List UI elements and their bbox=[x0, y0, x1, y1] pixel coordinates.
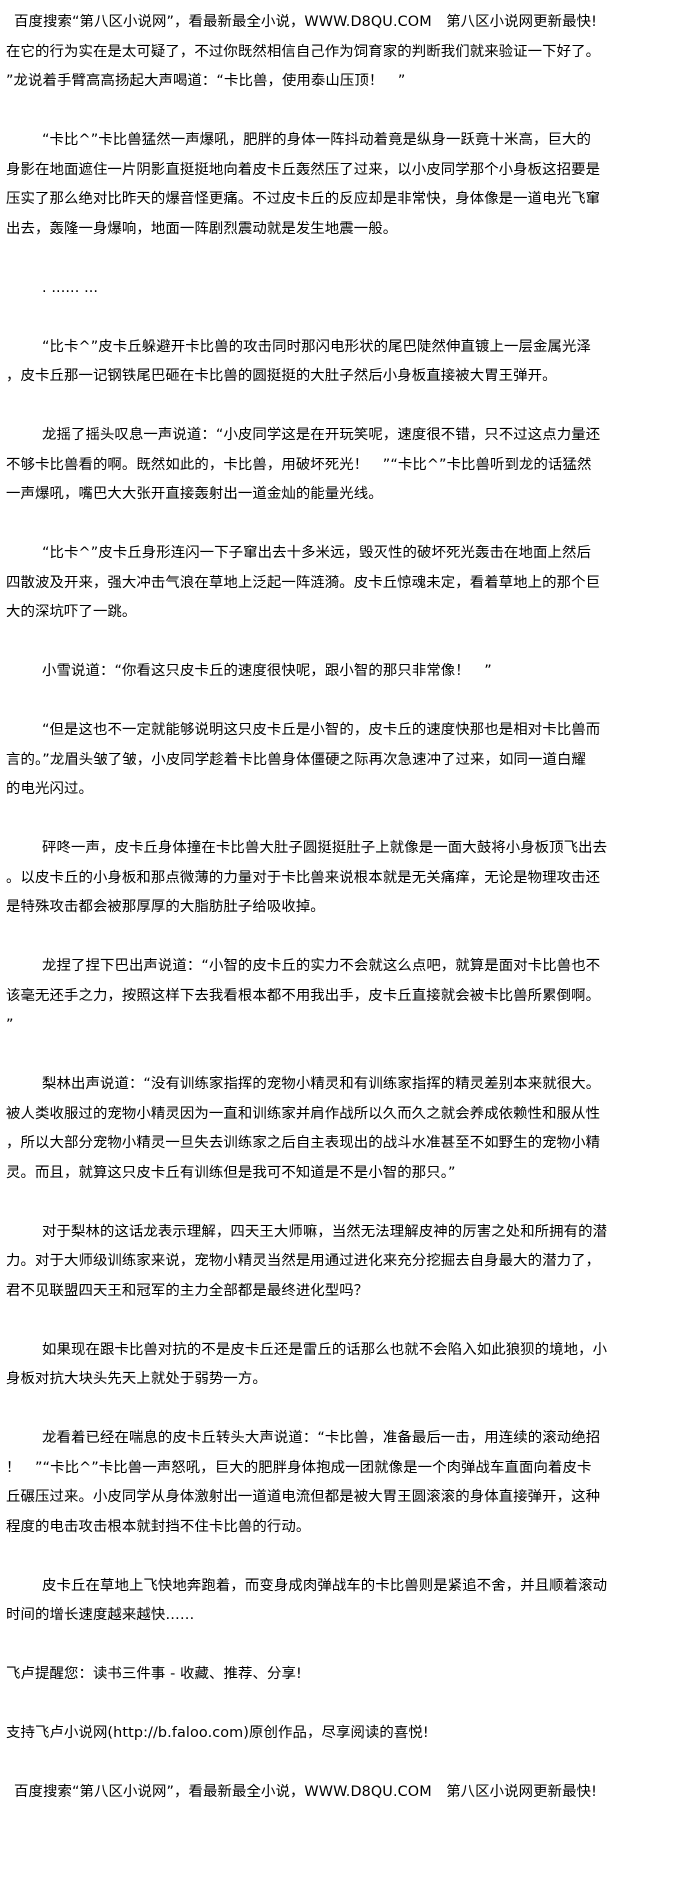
paragraph-line: “但是这也不一定就能够说明这只皮卡丘是小智的，皮卡丘的速度快那也是相对卡比兽而 bbox=[42, 722, 601, 738]
paragraph: “卡比^”卡比兽猛然一声爆吼，肥胖的身体一阵抖动着竟是纵身一跃竟十米高，巨大的身… bbox=[6, 126, 692, 244]
paragraph-line: 如果现在跟卡比兽对抗的不是皮卡丘还是雷丘的话那么也就不会陷入如此狼狈的境地，小 bbox=[42, 1341, 608, 1358]
paragraph-line: 是特殊攻击都会被那厚厚的大脂肪肚子给吸收掉。 bbox=[6, 899, 325, 915]
paragraph: 砰咚一声，皮卡丘身体撞在卡比兽大肚子圆挺挺肚子上就像是一面大鼓将小身板顶飞出去。… bbox=[6, 834, 692, 923]
paragraph-line: ”龙说着手臂高高扬起大声喝道：“卡比兽，使用泰山压顶！ ” bbox=[6, 73, 406, 89]
paragraph-line: 出去，轰隆一身爆响，地面一阵剧烈震动就是发生地震一般。 bbox=[6, 220, 398, 237]
paragraph: 对于梨林的这话龙表示理解，四天王大师嘛，当然无法理解皮神的厉害之处和所拥有的潜力… bbox=[6, 1218, 692, 1307]
paragraph: 在它的行为实在是太可疑了，不过你既然相信自己作为饲育家的判断我们就来验证一下好了… bbox=[6, 38, 692, 97]
footer-reminder: 飞卢提醒您：读书三件事 - 收藏、推荐、分享! bbox=[6, 1660, 692, 1690]
paragraph-line: “比卡^”皮卡丘身形连闪一下子窜出去十多米远，毁灭性的破坏死光轰击在地面上然后 bbox=[42, 545, 591, 561]
chapter-body: 在它的行为实在是太可疑了，不过你既然相信自己作为饲育家的判断我们就来验证一下好了… bbox=[6, 38, 692, 1631]
paragraph-line: 龙摇了摇头叹息一声说道：“小皮同学这是在开玩笑呢，速度很不错，只不过这点力量还 bbox=[42, 427, 601, 443]
paragraph: 小雪说道：“你看这只皮卡丘的速度很快呢，跟小智的那只非常像！ ” bbox=[6, 657, 692, 687]
paragraph: 龙看着已经在喘息的皮卡丘转头大声说道：“卡比兽，准备最后一击，用连续的滚动绝招 ！… bbox=[6, 1424, 692, 1542]
paragraph-line: 大的深坑吓了一跳。 bbox=[6, 604, 137, 620]
paragraph-line: ，皮卡丘那一记钢铁尾巴砸在卡比兽的圆挺挺的大肚子然后小身板直接被大胃王弹开。 bbox=[6, 368, 557, 384]
support-text: 支持飞卢小说网(http://b.faloo.com)原创作品，尽享阅读的喜悦! bbox=[6, 1725, 429, 1741]
paragraph-line: ！ ”“卡比^”卡比兽一声怒吼，巨大的肥胖身体抱成一团就像是一个肉弹战车直面向着… bbox=[6, 1459, 592, 1476]
paragraph-line: 丘碾压过来。小皮同学从身体激射出一道道电流但都是被大胃王圆滚滚的身体直接弹开，这… bbox=[6, 1489, 601, 1505]
paragraph-line: 小雪说道：“你看这只皮卡丘的速度很快呢，跟小智的那只非常像！ ” bbox=[42, 663, 492, 679]
paragraph-line: 四散波及开来，强大冲击气浪在草地上泛起一阵涟漪。皮卡丘惊魂未定，看着草地上的那个… bbox=[6, 574, 601, 591]
paragraph: . ...... ... bbox=[6, 274, 692, 304]
reminder-text: 飞卢提醒您：读书三件事 - 收藏、推荐、分享! bbox=[6, 1666, 302, 1682]
paragraph-line: 梨林出声说道：“没有训练家指挥的宠物小精灵和有训练家指挥的精灵差别本来就很大。 bbox=[42, 1076, 601, 1092]
paragraph-line: 被人类收服过的宠物小精灵因为一直和训练家并肩作战所以久而久之就会养成依赖性和服从… bbox=[6, 1105, 601, 1122]
paragraph: 梨林出声说道：“没有训练家指挥的宠物小精灵和有训练家指挥的精灵差别本来就很大。被… bbox=[6, 1070, 692, 1188]
paragraph-line: 龙看着已经在喘息的皮卡丘转头大声说道：“卡比兽，准备最后一击，用连续的滚动绝招 bbox=[42, 1430, 601, 1446]
paragraph-line: 龙捏了捏下巴出声说道：“小智的皮卡丘的实力不会就这么点吧，就算是面对卡比兽也不 bbox=[42, 958, 601, 974]
paragraph-line: 在它的行为实在是太可疑了，不过你既然相信自己作为饲育家的判断我们就来验证一下好了… bbox=[6, 43, 601, 60]
paragraph-line: 。以皮卡丘的小身板和那点微薄的力量对于卡比兽来说根本就是无关痛痒，无论是物理攻击… bbox=[6, 869, 601, 886]
paragraph: 如果现在跟卡比兽对抗的不是皮卡丘还是雷丘的话那么也就不会陷入如此狼狈的境地，小身… bbox=[6, 1336, 692, 1395]
paragraph-line: 程度的电击攻击根本就封挡不住卡比兽的行动。 bbox=[6, 1518, 311, 1535]
paragraph: “比卡^”皮卡丘身形连闪一下子窜出去十多米远，毁灭性的破坏死光轰击在地面上然后四… bbox=[6, 539, 692, 628]
paragraph-line: 压实了那么绝对比昨天的爆音怪更痛。不过皮卡丘的反应却是非常快，身体像是一道电光飞… bbox=[6, 191, 601, 207]
paragraph-line: 灵。而且，就算这只皮卡丘有训练但是我可不知道是不是小智的那只。” bbox=[6, 1164, 456, 1181]
paragraph-line: 身影在地面遮住一片阴影直挺挺地向着皮卡丘轰然压了过来，以小皮同学那个小身板这招要… bbox=[6, 161, 601, 178]
paragraph-line: 一声爆吼，嘴巴大大张开直接轰射出一道金灿的能量光线。 bbox=[6, 486, 383, 502]
paragraph: 龙捏了捏下巴出声说道：“小智的皮卡丘的实力不会就这么点吧，就算是面对卡比兽也不该… bbox=[6, 952, 692, 1041]
paragraph-line: . ...... ... bbox=[42, 279, 99, 296]
paragraph-line: 的电光闪过。 bbox=[6, 781, 93, 797]
paragraph-line: 对于梨林的这话龙表示理解，四天王大师嘛，当然无法理解皮神的厉害之处和所拥有的潜 bbox=[42, 1223, 608, 1240]
paragraph: “但是这也不一定就能够说明这只皮卡丘是小智的，皮卡丘的速度快那也是相对卡比兽而言… bbox=[6, 716, 692, 805]
paragraph-line: “比卡^”皮卡丘躲避开卡比兽的攻击同时那闪电形状的尾巴陡然伸直镀上一层金属光泽 bbox=[42, 338, 591, 355]
paragraph-line: 不够卡比兽看的啊。既然如此的，卡比兽，用破坏死光！ ”“卡比^”卡比兽听到龙的话… bbox=[6, 456, 592, 473]
paragraph: 皮卡丘在草地上飞快地奔跑着，而变身成肉弹战车的卡比兽则是紧追不舍，并且顺着滚动时… bbox=[6, 1572, 692, 1631]
paragraph-line: ” bbox=[6, 1017, 14, 1033]
paragraph-line: 言的。”龙眉头皱了皱，小皮同学趁着卡比兽身体僵硬之际再次急速冲了过来，如同一道白… bbox=[6, 751, 586, 768]
ad-banner-bottom: 百度搜索“第八区小说网”，看最新最全小说，WWW.D8QU.COM 第八区小说网… bbox=[6, 1778, 692, 1808]
ad-banner-top: 百度搜索“第八区小说网”，看最新最全小说，WWW.D8QU.COM 第八区小说网… bbox=[6, 8, 692, 38]
chapter-page: 百度搜索“第八区小说网”，看最新最全小说，WWW.D8QU.COM 第八区小说网… bbox=[6, 8, 692, 1808]
paragraph-line: ，所以大部分宠物小精灵一旦失去训练家之后自主表现出的战斗水准甚至不如野生的宠物小… bbox=[6, 1135, 601, 1151]
footer-support: 支持飞卢小说网(http://b.faloo.com)原创作品，尽享阅读的喜悦! bbox=[6, 1719, 692, 1749]
paragraph-line: 砰咚一声，皮卡丘身体撞在卡比兽大肚子圆挺挺肚子上就像是一面大鼓将小身板顶飞出去 bbox=[42, 840, 608, 856]
paragraph-line: 时间的增长速度越来越快…… bbox=[6, 1607, 195, 1623]
paragraph-line: 身板对抗大块头先天上就处于弱势一方。 bbox=[6, 1371, 267, 1387]
ad-text: 百度搜索“第八区小说网”，看最新最全小说，WWW.D8QU.COM 第八区小说网… bbox=[14, 14, 597, 30]
paragraph-line: 皮卡丘在草地上飞快地奔跑着，而变身成肉弹战车的卡比兽则是紧追不舍，并且顺着滚动 bbox=[42, 1577, 608, 1594]
ad-text: 百度搜索“第八区小说网”，看最新最全小说，WWW.D8QU.COM 第八区小说网… bbox=[14, 1784, 597, 1800]
paragraph-line: 力。对于大师级训练家来说，宠物小精灵当然是用通过进化来充分挖掘去自身最大的潜力了… bbox=[6, 1253, 601, 1269]
paragraph: 龙摇了摇头叹息一声说道：“小皮同学这是在开玩笑呢，速度很不错，只不过这点力量还不… bbox=[6, 421, 692, 510]
paragraph-line: 君不见联盟四天王和冠军的主力全部都是最终进化型吗？ bbox=[6, 1282, 369, 1299]
paragraph-line: “卡比^”卡比兽猛然一声爆吼，肥胖的身体一阵抖动着竟是纵身一跃竟十米高，巨大的 bbox=[42, 132, 591, 148]
paragraph-line: 该毫无还手之力，按照这样下去我看根本都不用我出手，皮卡丘直接就会被卡比兽所累倒啊… bbox=[6, 987, 601, 1004]
paragraph: “比卡^”皮卡丘躲避开卡比兽的攻击同时那闪电形状的尾巴陡然伸直镀上一层金属光泽 ，… bbox=[6, 333, 692, 392]
